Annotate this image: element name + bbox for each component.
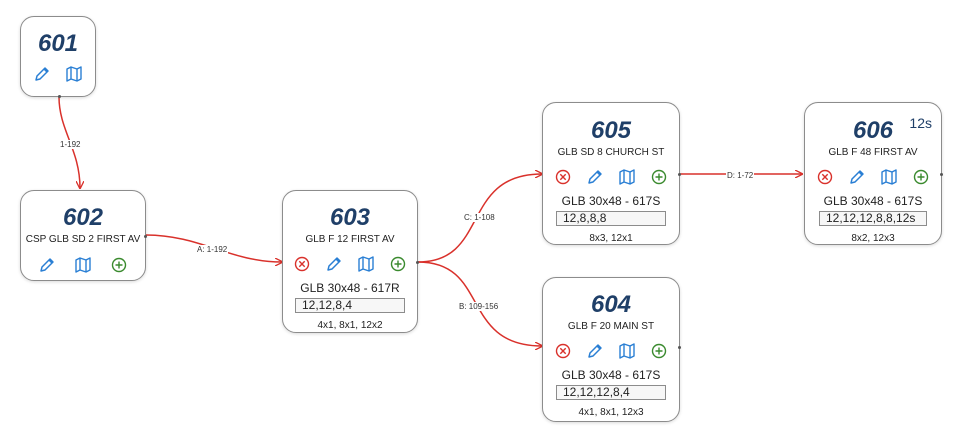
edit-icon[interactable]	[325, 255, 343, 273]
node-id: 606	[852, 117, 894, 144]
node-spec: GLB 30x48 - 617S	[561, 194, 661, 208]
pairs-field[interactable]: 12,8,8,8	[556, 211, 666, 226]
output-port[interactable]	[58, 95, 61, 98]
node-id: 602	[62, 204, 104, 231]
pairs-field[interactable]: 12,12,12,8,4	[556, 385, 666, 400]
remove-icon[interactable]	[293, 255, 311, 273]
map-icon[interactable]	[618, 168, 636, 186]
node-603[interactable]: 603 GLB F 12 FIRST AV GLB 30x48 - 617R 1…	[282, 190, 419, 333]
remove-icon[interactable]	[554, 342, 572, 360]
node-spec: GLB 30x48 - 617S	[561, 368, 661, 382]
add-icon[interactable]	[110, 256, 128, 274]
pairs-field[interactable]: 12,12,8,4	[295, 298, 405, 313]
output-port[interactable]	[144, 235, 147, 238]
node-601[interactable]: 601	[20, 16, 96, 98]
node-id: 603	[329, 204, 371, 231]
map-icon[interactable]	[357, 255, 375, 273]
node-spec: GLB 30x48 - 617S	[823, 194, 923, 208]
map-icon[interactable]	[618, 342, 636, 360]
remove-icon[interactable]	[554, 168, 572, 186]
node-address: GLB F 12 FIRST AV	[305, 234, 395, 245]
edge-label-603-604: B: 109-156	[458, 302, 500, 311]
edge-label-601-602: 1-192	[59, 140, 82, 149]
edge-label-602-603: A: 1-192	[196, 245, 229, 254]
node-602[interactable]: 602 CSP GLB SD 2 FIRST AV	[20, 190, 147, 281]
node-606[interactable]: 12s 606 GLB F 48 FIRST AV GLB 30x48 - 61…	[804, 102, 943, 245]
edit-icon[interactable]	[848, 168, 866, 186]
output-port[interactable]	[416, 261, 419, 264]
node-badge: 12s	[909, 115, 932, 131]
node-id: 604	[590, 291, 632, 318]
node-counts: 4x1, 8x1, 12x2	[317, 320, 383, 331]
pairs-field[interactable]: 12,12,12,8,8,12s	[819, 211, 927, 226]
node-address: GLB F 20 MAIN ST	[567, 321, 655, 332]
map-icon[interactable]	[65, 65, 83, 83]
edit-icon[interactable]	[33, 65, 51, 83]
edit-icon[interactable]	[38, 256, 56, 274]
node-spec: GLB 30x48 - 617R	[300, 281, 400, 295]
node-id: 605	[590, 117, 632, 144]
node-counts: 4x1, 8x1, 12x3	[578, 407, 644, 418]
node-counts: 8x3, 12x1	[589, 233, 633, 244]
node-605[interactable]: 605 GLB SD 8 CHURCH ST GLB 30x48 - 617S …	[542, 102, 681, 245]
node-counts: 8x2, 12x3	[851, 233, 895, 244]
map-icon[interactable]	[74, 256, 92, 274]
add-icon[interactable]	[389, 255, 407, 273]
map-icon[interactable]	[880, 168, 898, 186]
output-port[interactable]	[678, 346, 681, 349]
remove-icon[interactable]	[816, 168, 834, 186]
add-icon[interactable]	[650, 168, 668, 186]
add-icon[interactable]	[650, 342, 668, 360]
output-port[interactable]	[940, 173, 943, 176]
edge-label-605-606: D: 1-72	[726, 171, 755, 180]
node-604[interactable]: 604 GLB F 20 MAIN ST GLB 30x48 - 617S 12…	[542, 277, 681, 422]
output-port[interactable]	[678, 173, 681, 176]
edit-icon[interactable]	[586, 342, 604, 360]
node-address: GLB F 48 FIRST AV	[828, 147, 918, 158]
edge-label-603-605: C: 1-108	[463, 213, 496, 222]
add-icon[interactable]	[912, 168, 930, 186]
node-id: 601	[37, 30, 79, 57]
edit-icon[interactable]	[586, 168, 604, 186]
node-address: GLB SD 8 CHURCH ST	[557, 147, 665, 158]
node-address: CSP GLB SD 2 FIRST AV	[25, 234, 141, 245]
